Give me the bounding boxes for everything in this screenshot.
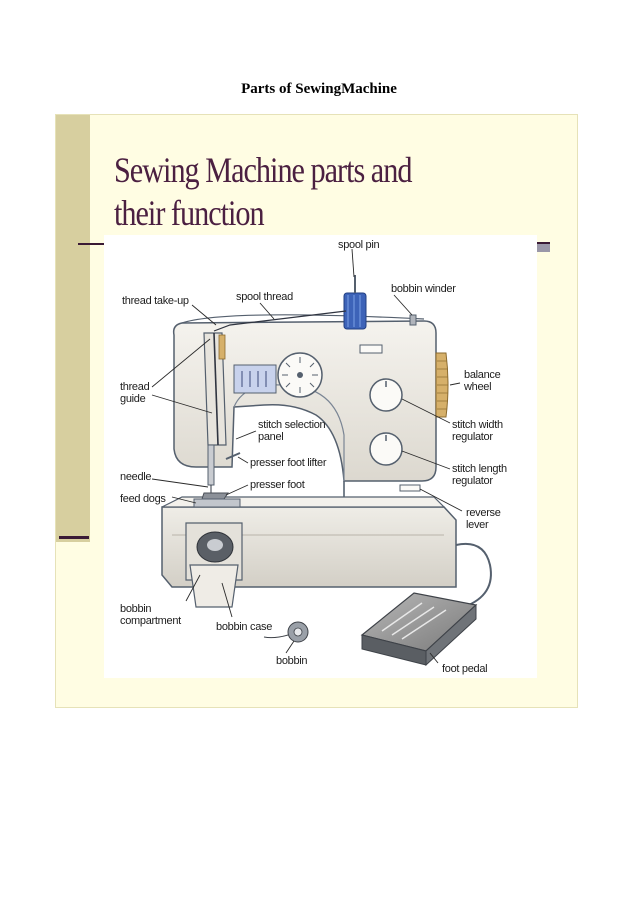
label-stitch-length-regulator: stitch length regulator (452, 463, 507, 487)
label-balance-wheel: balance wheel (464, 369, 501, 393)
label-needle: needle (120, 471, 152, 483)
slide-title: Sewing Machine parts and their function (114, 150, 412, 233)
label-spool-thread: spool thread (236, 291, 293, 303)
slide-bottom-rule (59, 536, 89, 539)
label-presser-foot-lifter: presser foot lifter (250, 457, 327, 469)
label-thread-take-up: thread take-up (122, 295, 189, 307)
label-spool-pin: spool pin (338, 239, 380, 251)
title-rule-left (78, 243, 104, 245)
label-foot-pedal: foot pedal (442, 663, 488, 675)
label-stitch-width-regulator: stitch width regulator (452, 419, 503, 443)
label-bobbin-winder: bobbin winder (391, 283, 456, 295)
sewing-machine-illustration (151, 248, 492, 667)
sewing-machine-diagram: spool pin bobbin winder spool thread thr… (104, 235, 537, 678)
label-stitch-selection-panel: stitch selection panel (258, 419, 326, 443)
document-title: Parts of SewingMachine (241, 81, 397, 97)
label-reverse-lever: reverse lever (466, 507, 501, 531)
label-feed-dogs: feed dogs (120, 493, 166, 505)
title-rule-right (536, 242, 550, 252)
label-bobbin-compartment: bobbin compartment (120, 603, 181, 627)
label-thread-guide: thread guide (120, 381, 150, 405)
label-bobbin-case: bobbin case (216, 621, 273, 633)
slide-side-bar (56, 115, 90, 542)
label-bobbin: bobbin (276, 655, 308, 667)
label-presser-foot: presser foot (250, 479, 305, 491)
